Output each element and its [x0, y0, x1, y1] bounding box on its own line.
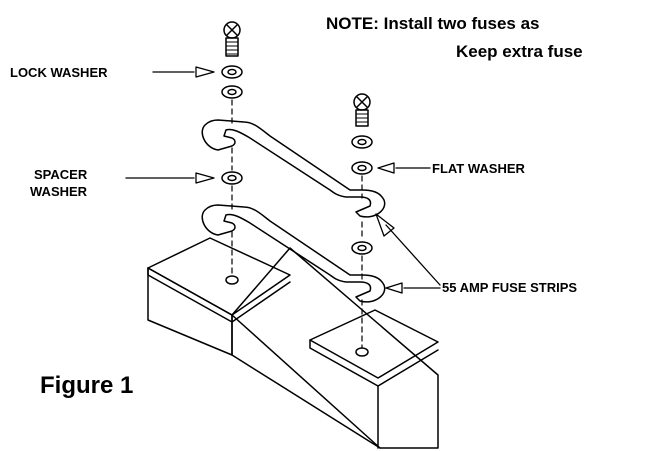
flat-washer-label: FLAT WASHER [432, 161, 525, 176]
note-line-2: Keep extra fuse [456, 42, 583, 61]
fuse-strips-label: 55 AMP FUSE STRIPS [442, 280, 578, 295]
right-screw-hole [355, 347, 369, 357]
fuse-strip-upper [201, 119, 386, 218]
left-terminal-pad [147, 237, 291, 316]
right-screw-stack [351, 93, 373, 349]
figure-caption: Figure 1 [40, 372, 134, 399]
spacer-washer [221, 171, 243, 185]
lock-washer [221, 65, 243, 79]
left-screw-hole [225, 275, 239, 285]
terminal-block [147, 237, 439, 449]
note-line-1: NOTE: Install two fuses as [326, 14, 540, 33]
spacer-washer-label-line-1: SPACER [34, 167, 88, 182]
spacer-washer-label-line-2: WASHER [30, 184, 88, 199]
right-terminal-pad [309, 309, 439, 379]
fuse-strip-lower [201, 204, 386, 303]
leader-arrows [125, 66, 441, 294]
flat-washer [351, 161, 373, 175]
lock-washer-label: LOCK WASHER [10, 65, 108, 80]
left-screw-stack [221, 21, 243, 277]
